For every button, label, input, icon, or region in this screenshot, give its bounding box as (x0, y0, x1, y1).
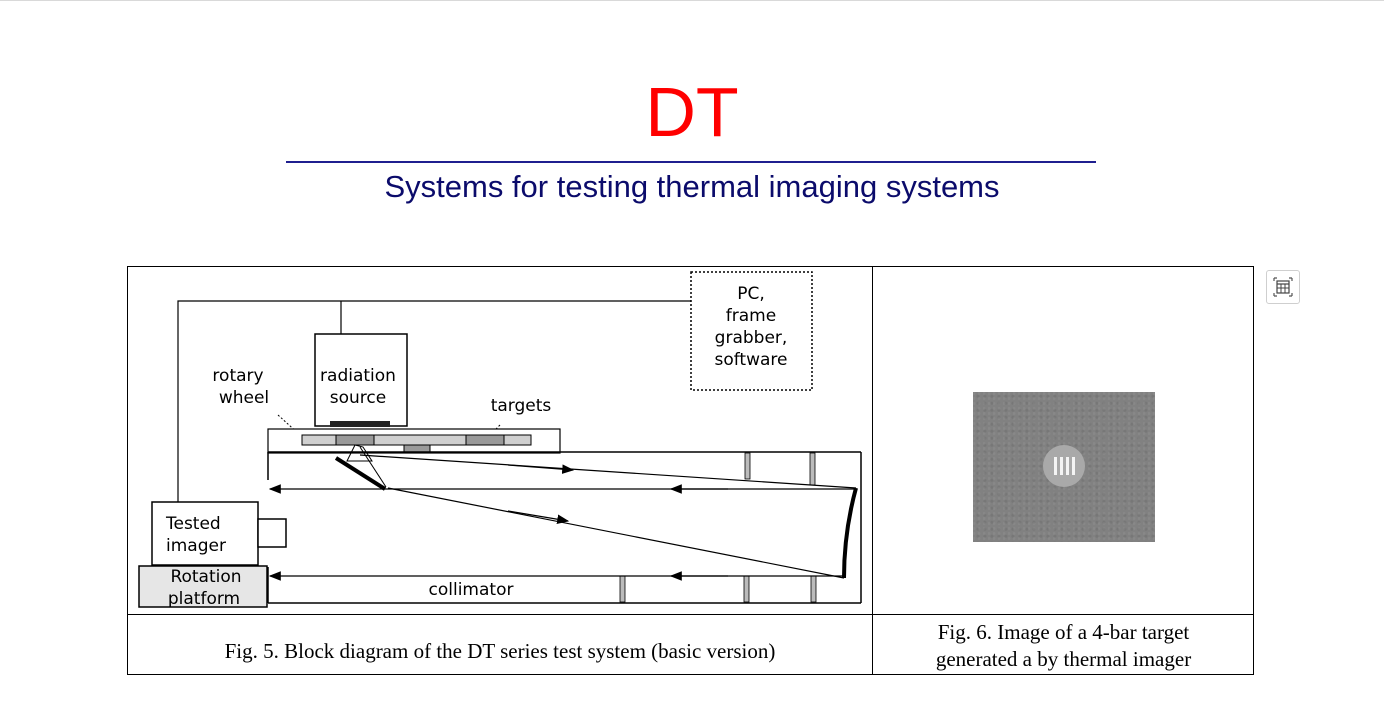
primary-mirror (842, 487, 858, 579)
rotation-platform-box (138, 565, 268, 608)
figure6-caption-line2: generated a by thermal imager (935, 647, 1192, 671)
rotary-label-2: wheel (219, 388, 269, 408)
table-grid-icon[interactable] (1266, 270, 1300, 304)
title-underline (286, 161, 1096, 163)
thermal-image (973, 392, 1155, 542)
target-bar (1054, 457, 1057, 475)
top-border (0, 0, 1384, 1)
figure6-caption-line1: Fig. 6. Image of a 4-bar target (937, 620, 1190, 644)
platform-label-2: platform (168, 589, 240, 609)
radiation-label-2: source (330, 388, 386, 408)
table-row-divider (127, 614, 1254, 615)
radiation-label-1: radiation (320, 366, 396, 386)
imager-label-1: Tested (165, 514, 221, 534)
target-bar (1060, 457, 1063, 475)
figure5-caption: Fig. 5. Block diagram of the DT series t… (224, 639, 776, 663)
target-disc (1043, 445, 1085, 487)
targets-label: targets (491, 396, 552, 416)
fold-mirror (334, 456, 387, 491)
slide-subtitle: Systems for testing thermal imaging syst… (384, 169, 1000, 204)
pc-label-1: PC, (737, 284, 765, 304)
source-emitter (330, 421, 390, 427)
rotary-label-1: rotary (212, 366, 263, 386)
pc-box (690, 271, 813, 391)
platform-label-1: Rotation (170, 567, 241, 587)
data-cable (177, 300, 691, 502)
imager-lens (257, 518, 287, 548)
target-bar (1066, 457, 1069, 475)
collimator-label: collimator (429, 580, 514, 600)
pc-label-3: grabber, (715, 328, 788, 348)
table-column-divider (872, 266, 873, 675)
table-grid-icon-glyph (1273, 277, 1293, 297)
pc-label-4: software (714, 350, 787, 370)
figure6-caption: Fig. 6. Image of a 4-bar target generate… (873, 619, 1254, 673)
block-diagram: PC, frame grabber, software radiation so… (138, 271, 862, 609)
pc-label-2: frame (726, 306, 776, 326)
slide-title: DT (645, 73, 739, 151)
figure-table (127, 266, 1254, 675)
tested-imager-box (151, 501, 259, 566)
radiation-source-box (314, 333, 408, 427)
target-bar (1072, 457, 1075, 475)
imager-label-2: imager (166, 536, 226, 556)
